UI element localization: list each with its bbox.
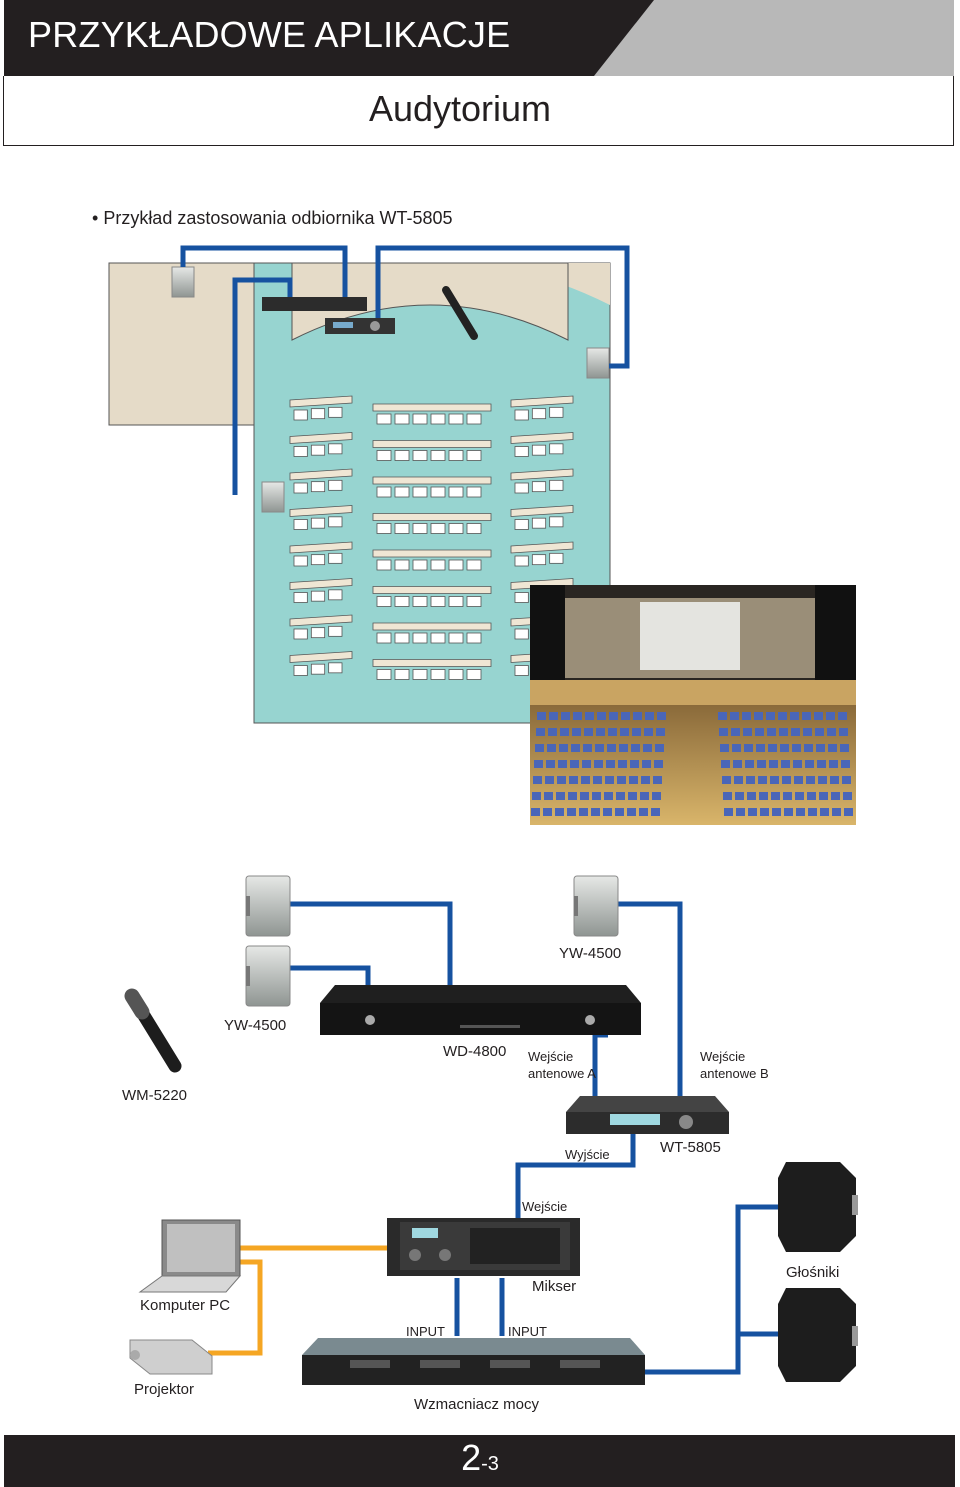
- label-yw4500-top: YW-4500: [559, 945, 622, 962]
- label-yw4500-left: YW-4500: [224, 1017, 287, 1034]
- label-pc: Komputer PC: [140, 1297, 231, 1314]
- auditorium-photo: [530, 585, 856, 825]
- page-number: 2-3: [0, 1437, 960, 1479]
- floor-plan: [108, 262, 611, 724]
- label-input-a: Wejście antenowe A: [528, 1048, 596, 1082]
- wireless-receiver: [566, 1096, 729, 1134]
- label-projector: Projektor: [134, 1381, 195, 1398]
- wireless-microphone: [124, 988, 182, 1073]
- label-speakers: Głośniki: [786, 1264, 840, 1281]
- label-input-b-line1: Wejście: [700, 1049, 746, 1064]
- footer-bar: [4, 1435, 955, 1487]
- header-accent: [594, 0, 954, 76]
- floor-receiver: [262, 297, 395, 334]
- floor-cables: [180, 245, 630, 495]
- label-mixer: Mikser: [532, 1278, 577, 1295]
- header-title: PRZYKŁADOWE APLIKACJE: [28, 14, 511, 55]
- label-amp-input-1: INPUT: [406, 1324, 445, 1339]
- label-wt5805: WT-5805: [660, 1139, 721, 1156]
- mixer-device: [387, 1218, 580, 1276]
- speaker-1: [778, 1162, 858, 1252]
- video-cables: [208, 1245, 388, 1356]
- label-output: Wyjście: [565, 1147, 610, 1162]
- page-number-main: 2: [461, 1437, 482, 1478]
- antenna-yw4500-3: [573, 875, 619, 937]
- antenna-yw4500-1: [245, 875, 291, 937]
- subheader-box: [3, 76, 954, 146]
- speaker-2: [778, 1288, 858, 1382]
- label-input-a-line2: antenowe A: [528, 1066, 596, 1081]
- page-number-sub: -3: [481, 1453, 499, 1475]
- label-amp-input-2: INPUT: [508, 1324, 547, 1339]
- bullet-caption: • Przykład zastosowania odbiornika WT-58…: [92, 208, 453, 228]
- floor-microphone: [442, 286, 478, 340]
- label-wd4800: WD-4800: [443, 1043, 507, 1060]
- seating-rows: [289, 395, 574, 680]
- laptop-pc: [138, 1219, 242, 1293]
- projector-device: [129, 1339, 213, 1375]
- floor-antenna-1: [171, 266, 195, 298]
- system-cables: [290, 901, 778, 1375]
- stage-area: [291, 262, 569, 341]
- label-input-a-line1: Wejście: [528, 1049, 574, 1064]
- label-mixer-input: Wejście: [522, 1199, 568, 1214]
- page-title: Audytorium: [368, 88, 552, 129]
- antenna-yw4500-2: [245, 945, 291, 1007]
- floor-antenna-3: [261, 481, 285, 513]
- header-bar: [4, 0, 954, 76]
- label-wm5220: WM-5220: [122, 1087, 188, 1104]
- label-amplifier: Wzmacniacz mocy: [414, 1396, 540, 1413]
- label-input-b-line2: antenowe B: [700, 1066, 769, 1081]
- caption-text: Przykład zastosowania odbiornika WT-5805: [103, 208, 453, 228]
- label-input-b: Wejście antenowe B: [700, 1048, 769, 1082]
- power-amplifier: [302, 1338, 645, 1385]
- antenna-distributor: [320, 985, 641, 1035]
- floor-antenna-2: [586, 347, 610, 379]
